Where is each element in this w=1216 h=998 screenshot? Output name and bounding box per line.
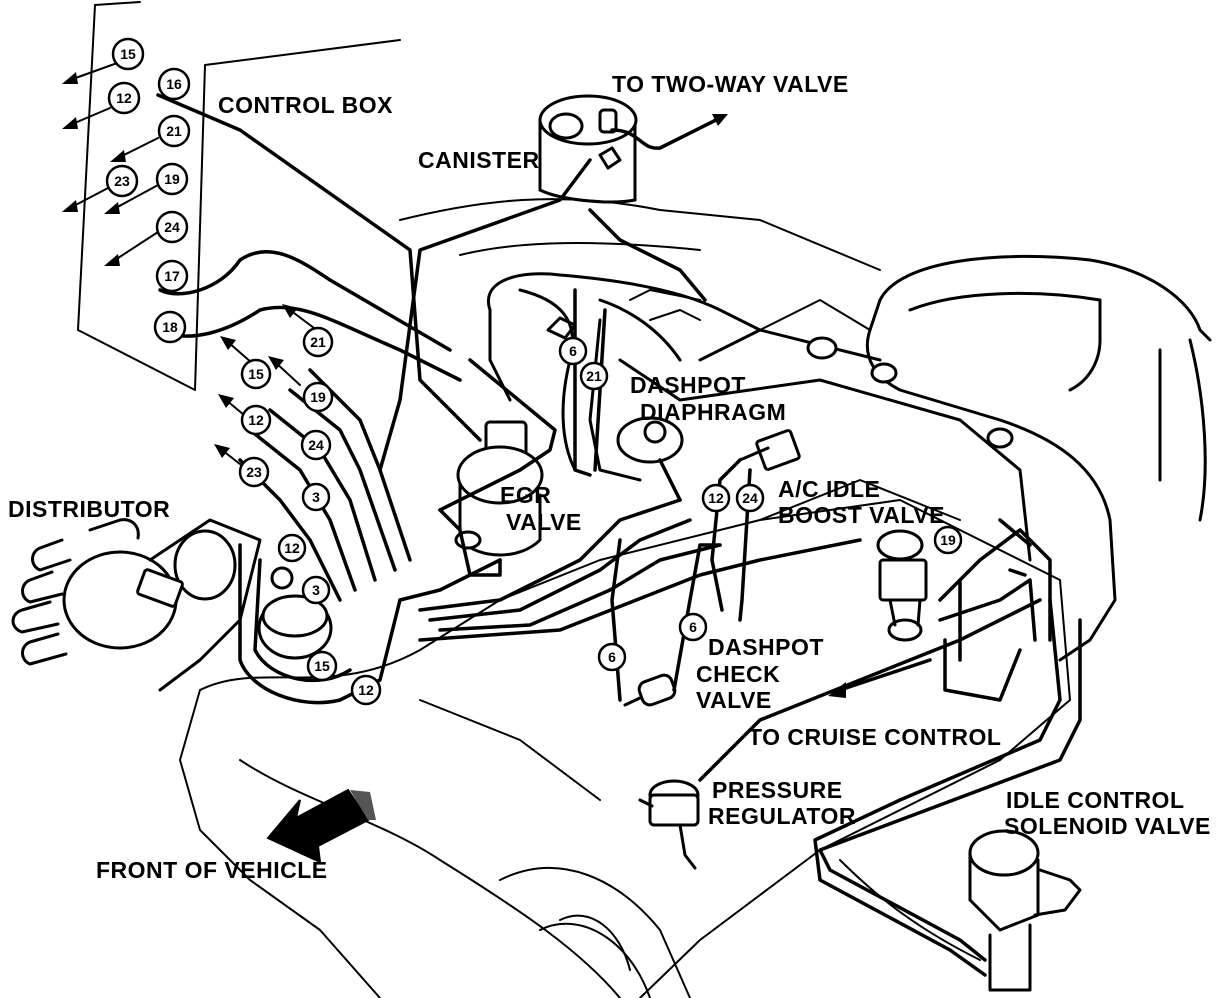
hose-tag: 18 [153,310,187,344]
label-canister: CANISTER [418,147,540,173]
label-pressure-regulator-1: PRESSURE [712,777,843,803]
svg-text:19: 19 [310,389,326,405]
label-to-two-way-valve: TO TWO-WAY VALVE [612,71,849,97]
svg-text:19: 19 [164,171,180,187]
labels: CONTROL BOX TO TWO-WAY VALVE CANISTER DI… [8,71,1211,883]
hose-tag: 19 [155,162,189,196]
svg-text:6: 6 [689,619,697,635]
label-distributor: DISTRIBUTOR [8,496,170,522]
svg-text:12: 12 [358,682,374,698]
hose-tag: 19 [302,381,334,413]
distributor [11,518,262,692]
to-cruise-control-arrow [828,682,846,698]
label-dashpot-diaphragm-1: DASHPOT [630,372,746,398]
vacuum-hoses [156,93,1082,977]
svg-text:17: 17 [164,268,180,284]
svg-text:19: 19 [940,532,956,548]
hose-tag: 12 [107,81,141,115]
to-two-way-valve-arrow [712,114,728,126]
label-control-box: CONTROL BOX [218,92,393,118]
label-dashpot-check-3: VALVE [696,687,772,713]
label-ac-idle-2: BOOST VALVE [778,502,945,528]
svg-text:3: 3 [312,489,320,505]
hose-tag: 3 [301,575,331,605]
svg-text:15: 15 [314,658,330,674]
pressure-regulator [638,779,700,870]
hose-tag: 15 [306,650,338,682]
hose-tag: 23 [238,456,270,488]
ac-idle-boost-valve [738,429,801,471]
label-idle-control-2: SOLENOID VALVE [1004,813,1211,839]
intake-manifold [399,198,1212,662]
hose-number-tags: 15 12 16 21 23 19 24 17 18 21 15 19 12 2… [105,37,963,706]
hose-tag: 12 [701,483,731,513]
direction-arrows [266,114,846,864]
hose-tag: 17 [155,259,189,293]
label-dashpot-diaphragm-2: DIAPHRAGM [640,399,786,425]
hose-tag: 6 [558,336,588,366]
label-pressure-regulator-2: REGULATOR [708,803,856,829]
svg-text:18: 18 [162,319,178,335]
hose-tag: 21 [579,361,609,391]
svg-text:12: 12 [284,540,300,556]
hose-tag: 3 [301,482,331,512]
label-front-of-vehicle: FRONT OF VEHICLE [96,857,328,883]
svg-text:23: 23 [246,464,262,480]
svg-text:21: 21 [310,334,326,350]
hose-tag: 15 [240,358,272,390]
control-box [77,1,401,391]
hose-tag: 12 [240,404,272,436]
svg-text:15: 15 [248,366,264,382]
egr-valve [454,420,544,557]
engine-outline [179,479,1071,998]
hose-tag: 15 [111,37,145,71]
hose-tag: 24 [300,429,332,461]
hose-tag: 16 [157,67,191,101]
svg-text:21: 21 [166,123,182,139]
svg-text:21: 21 [586,368,602,384]
hose-tag: 24 [735,483,765,513]
label-egr-valve-1: EGR [500,482,551,508]
label-egr-valve-2: VALVE [506,509,582,535]
svg-text:23: 23 [114,173,130,189]
hose-tag: 6 [678,612,708,642]
svg-text:3: 3 [312,582,320,598]
label-dashpot-check-2: CHECK [696,661,780,687]
hose-tag: 19 [933,525,963,555]
label-ac-idle-1: A/C IDLE [778,476,880,502]
label-to-cruise-control: TO CRUISE CONTROL [748,724,1001,750]
hose-tag: 12 [277,533,307,563]
svg-text:12: 12 [116,90,132,106]
hose-tag: 23 [105,164,139,198]
front-of-vehicle-arrow [266,788,370,864]
svg-text:12: 12 [248,412,264,428]
svg-text:16: 16 [166,76,182,92]
svg-text:6: 6 [608,649,616,665]
hose-tag: 21 [157,114,191,148]
hose-tag: 6 [597,642,627,672]
hose-tag: 24 [155,210,189,244]
vacuum-advance-unit [257,566,333,660]
svg-text:12: 12 [708,490,724,506]
label-dashpot-check-1: DASHPOT [708,634,824,660]
svg-text:6: 6 [569,343,577,359]
vacuum-switch [876,529,928,642]
dashpot-check-valve [623,673,677,707]
hose-tag: 12 [350,674,382,706]
svg-text:24: 24 [742,490,758,506]
hose-tag: 21 [302,326,334,358]
control-box-arrows [62,61,159,266]
svg-text:15: 15 [120,46,136,62]
svg-text:24: 24 [308,437,324,453]
canister [538,94,638,204]
svg-text:24: 24 [164,219,180,235]
idle-control-solenoid-valve [968,829,1082,992]
label-idle-control-1: IDLE CONTROL [1006,787,1185,813]
